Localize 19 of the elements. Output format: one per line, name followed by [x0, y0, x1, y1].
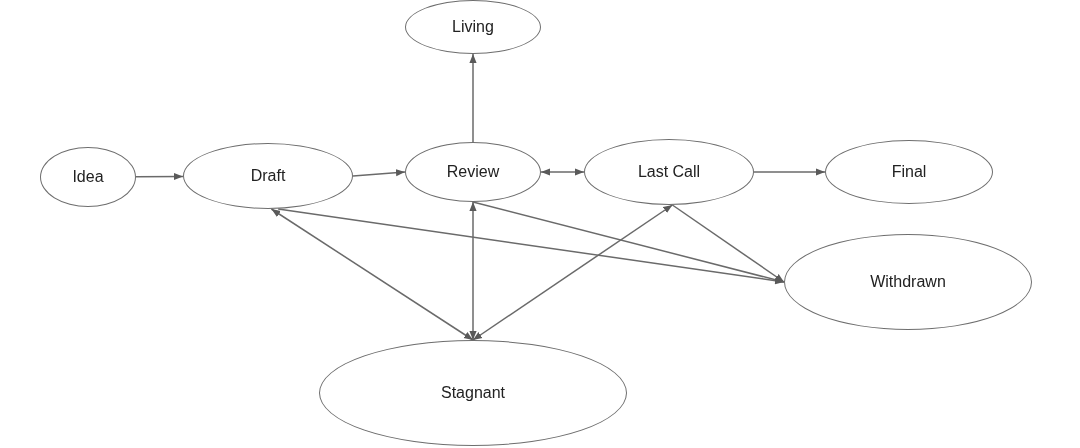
arrow — [135, 172, 184, 181]
arrow — [469, 201, 477, 341]
arrow — [472, 201, 785, 284]
state-label: Review — [446, 163, 500, 181]
state-label: Draft — [250, 167, 286, 185]
state-label: Living — [452, 18, 494, 36]
arrow — [753, 168, 826, 176]
state-label: Idea — [72, 168, 104, 186]
arrow — [469, 53, 477, 143]
arrow — [352, 169, 406, 177]
arrow — [277, 208, 785, 285]
arrow — [540, 168, 585, 176]
state-label: Last Call — [637, 163, 701, 181]
state-label: Final — [891, 163, 927, 181]
arrow — [270, 208, 474, 341]
state-label: Withdrawn — [870, 273, 946, 291]
arrow — [671, 204, 785, 283]
arrow — [472, 204, 674, 341]
state-label: Stagnant — [440, 384, 506, 402]
